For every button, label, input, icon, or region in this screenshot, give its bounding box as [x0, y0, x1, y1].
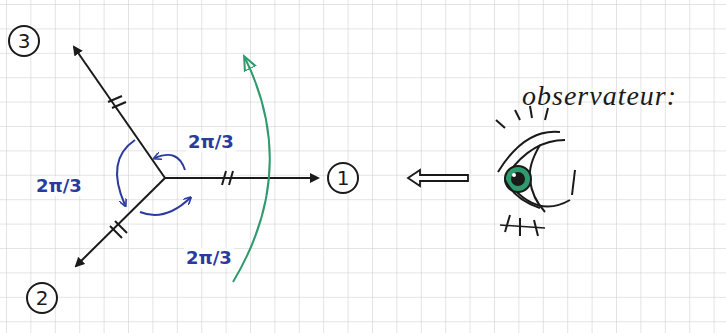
observer-label: observateur: [522, 82, 677, 110]
callout-number: 1 [337, 168, 350, 188]
eye-drawing [496, 106, 575, 236]
angle-label: 2π/3 [186, 132, 236, 152]
callout-number: 2 [36, 288, 49, 308]
phasors [74, 47, 318, 266]
callout-circle: 2 [26, 282, 58, 314]
angle-label: 2π/3 [34, 176, 84, 196]
callout-number: 3 [18, 31, 31, 51]
angle-label: 2π/3 [184, 248, 234, 268]
rotation-arrow [233, 58, 270, 282]
callout-circle: 1 [327, 162, 359, 194]
view-arrow [408, 170, 468, 186]
callout-circle: 3 [8, 25, 40, 57]
angle-arcs [117, 140, 190, 215]
